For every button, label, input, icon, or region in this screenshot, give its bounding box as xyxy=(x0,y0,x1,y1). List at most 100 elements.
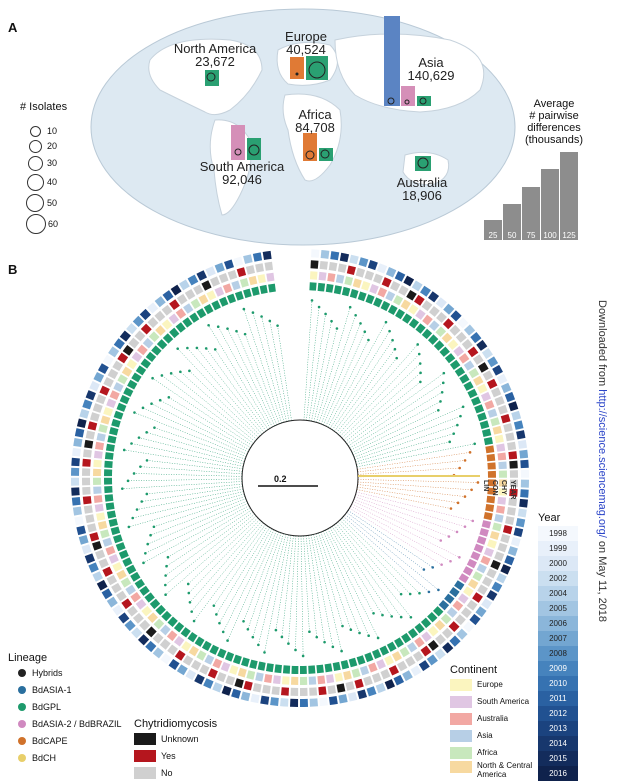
ring-segment xyxy=(110,526,121,536)
ring-segment xyxy=(463,360,475,371)
tree-tip xyxy=(458,555,461,559)
ring-segment xyxy=(497,542,508,553)
ring-segment xyxy=(328,262,338,272)
ring-segment xyxy=(327,685,337,695)
tree-branch xyxy=(191,522,264,612)
ring-segment xyxy=(134,330,146,342)
year-swatch: 2005 xyxy=(538,601,578,616)
ring-segment xyxy=(457,593,469,604)
ring-segment xyxy=(509,479,518,488)
ring-segment xyxy=(428,305,440,317)
ring-segment xyxy=(234,678,244,689)
ring-segment xyxy=(111,582,122,594)
ring-segment xyxy=(225,675,236,686)
ring-segment xyxy=(220,661,231,672)
tree-branch xyxy=(356,489,451,509)
ring-segment xyxy=(232,654,242,665)
ring-segment xyxy=(104,452,114,460)
ring-segment xyxy=(408,304,419,315)
ring-segment xyxy=(115,542,126,552)
tree-tip xyxy=(242,307,246,311)
ring-segment xyxy=(379,645,390,656)
tree-tip xyxy=(126,479,130,483)
tree-branch xyxy=(165,511,254,576)
ring-segment xyxy=(262,684,271,694)
year-item: 2012 xyxy=(538,706,598,721)
ring-segment xyxy=(85,430,96,440)
ring-segment xyxy=(410,665,422,677)
year-swatch: 2015 xyxy=(538,751,578,766)
tree-branch xyxy=(329,527,383,616)
ring-segment xyxy=(487,539,497,549)
ring-segment xyxy=(418,660,430,672)
ring-segment xyxy=(403,275,415,287)
tree-branch xyxy=(303,300,313,421)
ring-segment xyxy=(364,652,374,663)
ring-segment xyxy=(161,610,172,622)
tree-tip xyxy=(144,551,147,555)
ring-segment xyxy=(218,272,229,284)
ring-segment xyxy=(427,612,438,623)
region-north-america: North America 23,672 xyxy=(170,42,260,68)
ring-segment xyxy=(326,674,335,684)
ring-segment xyxy=(317,282,326,292)
ring-segment xyxy=(108,554,119,564)
ring-segment xyxy=(148,331,160,343)
tree-branch xyxy=(306,307,320,421)
ring-segment xyxy=(119,394,130,405)
ring-segment xyxy=(407,628,419,639)
year-swatch: 2006 xyxy=(538,616,578,631)
year-swatch: 2002 xyxy=(538,571,578,586)
ring-segment xyxy=(449,324,461,336)
ring-segment xyxy=(481,347,493,359)
ring-segment xyxy=(182,655,194,666)
ring-segment xyxy=(113,382,124,393)
ring-segment xyxy=(414,622,425,634)
year-swatch: 2012 xyxy=(538,706,578,721)
ring-segment xyxy=(508,497,518,507)
ring-segment xyxy=(412,651,424,662)
lineage-label: BdGPL xyxy=(32,701,62,712)
ring-segment xyxy=(308,665,316,674)
ring-segment xyxy=(469,613,481,626)
region-value: 140,629 xyxy=(407,68,455,83)
ring-segment xyxy=(162,333,174,344)
ring-segment xyxy=(420,645,432,657)
ring-segment xyxy=(485,445,495,454)
ring-segment xyxy=(94,503,104,512)
ring-segment xyxy=(503,423,513,433)
ring-segment xyxy=(98,424,108,433)
ring-segment xyxy=(395,308,405,320)
ring-segment xyxy=(427,639,439,651)
ring-segment xyxy=(90,412,100,422)
region-south-america: South America 92,046 xyxy=(190,160,294,186)
tree-root-ring xyxy=(241,419,359,537)
region-europe: Europe 40,524 xyxy=(268,30,344,56)
ring-segment xyxy=(147,317,159,328)
tree-branch xyxy=(205,348,267,432)
ring-segment xyxy=(108,346,120,358)
download-note-link[interactable]: http://science.sciencemag.org/ xyxy=(596,389,608,538)
ring-segment xyxy=(92,571,104,582)
tree-tip xyxy=(393,347,397,351)
tree-branch xyxy=(311,321,332,422)
ring-segment xyxy=(264,673,273,683)
ring-segment xyxy=(357,291,367,302)
region-value: 18,906 xyxy=(402,188,442,203)
ring-segment xyxy=(470,396,481,406)
ring-segment xyxy=(135,365,147,376)
ring-segment xyxy=(154,296,166,308)
tree-tip xyxy=(218,621,221,625)
ring-segment xyxy=(502,525,513,535)
ring-segment xyxy=(151,345,162,356)
ring-segment xyxy=(290,698,299,707)
ring-segment xyxy=(468,368,480,379)
ring-segment xyxy=(74,428,85,438)
tree-tip xyxy=(153,426,156,429)
ring-segment xyxy=(481,428,492,438)
ring-segment xyxy=(71,457,80,467)
ring-segment xyxy=(97,363,109,374)
tree-tip xyxy=(133,411,136,414)
ring-segment xyxy=(325,283,334,293)
ring-segment xyxy=(117,352,129,364)
